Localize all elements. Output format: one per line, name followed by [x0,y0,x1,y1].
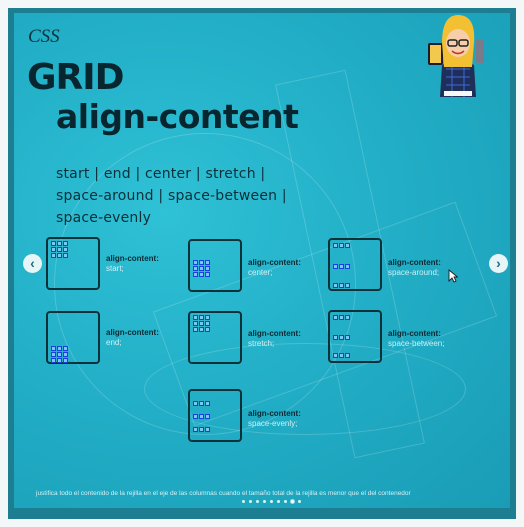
carousel-dot[interactable] [277,500,280,503]
grid-example-space-between [328,310,382,363]
values-line: space-evenly [56,210,152,226]
chevron-right-icon: › [496,255,501,271]
grid-example-space-around [328,238,382,291]
values-line: space-around | space-between | [56,188,287,204]
avatar-bitmoji-icon [428,15,484,97]
carousel-dot[interactable] [249,500,252,503]
mouse-cursor-icon [448,269,458,283]
carousel-dot[interactable] [263,500,266,503]
example-label-end: align-content:end; [106,328,159,347]
example-label-start: align-content:start; [106,254,159,273]
carousel-dot-active[interactable] [291,500,294,503]
grid-example-start [46,237,100,290]
carousel-dots [242,500,301,503]
example-label-space-between: align-content:space-between; [388,329,445,348]
chevron-left-icon: ‹ [30,255,35,271]
carousel-slide: CSS GRID align-content start | end | cen… [14,13,510,508]
values-line: start | end | center | stretch | [56,166,266,182]
example-label-center: align-content:center; [248,258,301,277]
carousel-next-button[interactable]: › [489,254,508,273]
carousel-dot[interactable] [284,500,287,503]
example-label-stretch: align-content:stretch; [248,329,301,348]
grid-example-end [46,311,100,364]
css-label: CSS [28,26,60,47]
carousel-dot[interactable] [298,500,301,503]
carousel-dot[interactable] [242,500,245,503]
background-ellipse-decoration [144,343,466,435]
example-label-space-evenly: align-content:space-evenly; [248,409,301,428]
carousel-dot[interactable] [270,500,273,503]
values-list: start | end | center | stretch | space-a… [56,163,287,229]
carousel-prev-button[interactable]: ‹ [23,254,42,273]
page-subtitle: align-content [56,97,299,136]
slide-caption: justifica todo el contenido de la rejill… [36,490,411,497]
background-circle-decoration [54,133,356,435]
page-title: GRID [27,57,125,98]
carousel-dot[interactable] [256,500,259,503]
grid-example-space-evenly [188,389,242,442]
grid-example-center [188,239,242,292]
grid-example-stretch [188,311,242,364]
example-label-space-around: align-content:space-around; [388,258,441,277]
